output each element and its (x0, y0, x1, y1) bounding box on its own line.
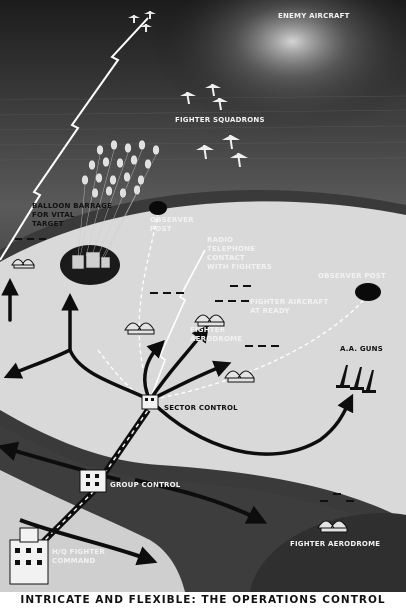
radio-link-upper (0, 17, 149, 261)
fighter-squadron-aircraft (180, 84, 248, 167)
label-observer-post-left: OBSERVER POST (150, 216, 194, 233)
label-aa-guns: A.A. GUNS (340, 345, 383, 353)
group-control-building (79, 469, 107, 493)
balloon-cables (77, 149, 157, 259)
diagram-caption: INTRICATE AND FLEXIBLE: THE OPERATIONS C… (0, 592, 406, 615)
label-hq-fighter-command: H/Q FIGHTER COMMAND (52, 548, 105, 565)
hq-fighter-command-building (9, 527, 49, 585)
control-arrows (1, 278, 354, 456)
observer-post-left-marker (149, 201, 167, 215)
aerodrome-hangars (11, 259, 348, 533)
label-group-control: GROUP CONTROL (110, 481, 181, 489)
barrage-balloons (81, 139, 160, 199)
lower-right-region (250, 513, 406, 592)
ring-arrow-lower (19, 518, 158, 566)
label-fighter-aerodrome-bottom: FIGHTER AERODROME (290, 540, 381, 548)
label-enemy-aircraft: ENEMY AIRCRAFT (278, 12, 350, 20)
ready-aircraft (15, 238, 354, 502)
label-sector-control: SECTOR CONTROL (164, 404, 238, 412)
label-fighter-squadrons: FIGHTER SQUADRONS (175, 116, 265, 124)
observer-post-right-marker (355, 283, 381, 301)
label-balloon-barrage: BALLOON BARRAGE FOR VITAL TARGET (32, 202, 113, 228)
ring-arrow-right (134, 478, 268, 524)
label-observer-post-right: OBSERVER POST (318, 272, 387, 280)
label-fighter-aerodrome-centre: FIGHTER AERODROME (190, 326, 243, 343)
observer-link-right (159, 294, 369, 399)
radio-link-lower (149, 249, 206, 401)
vital-target-buildings (71, 251, 111, 270)
aa-gun-emplacements (336, 365, 376, 393)
observer-link-balloon (97, 349, 151, 401)
label-radio-telephone: RADIO TELEPHONE CONTACT WITH FIGHTERS (207, 236, 272, 271)
command-chain-dashes (39, 409, 149, 546)
label-fighter-aircraft-ready: FIGHTER AIRCRAFT AT READY (250, 298, 329, 315)
enemy-aircraft-group (128, 11, 156, 32)
ring-arrow-left (0, 441, 121, 482)
sector-control-building (141, 394, 159, 410)
